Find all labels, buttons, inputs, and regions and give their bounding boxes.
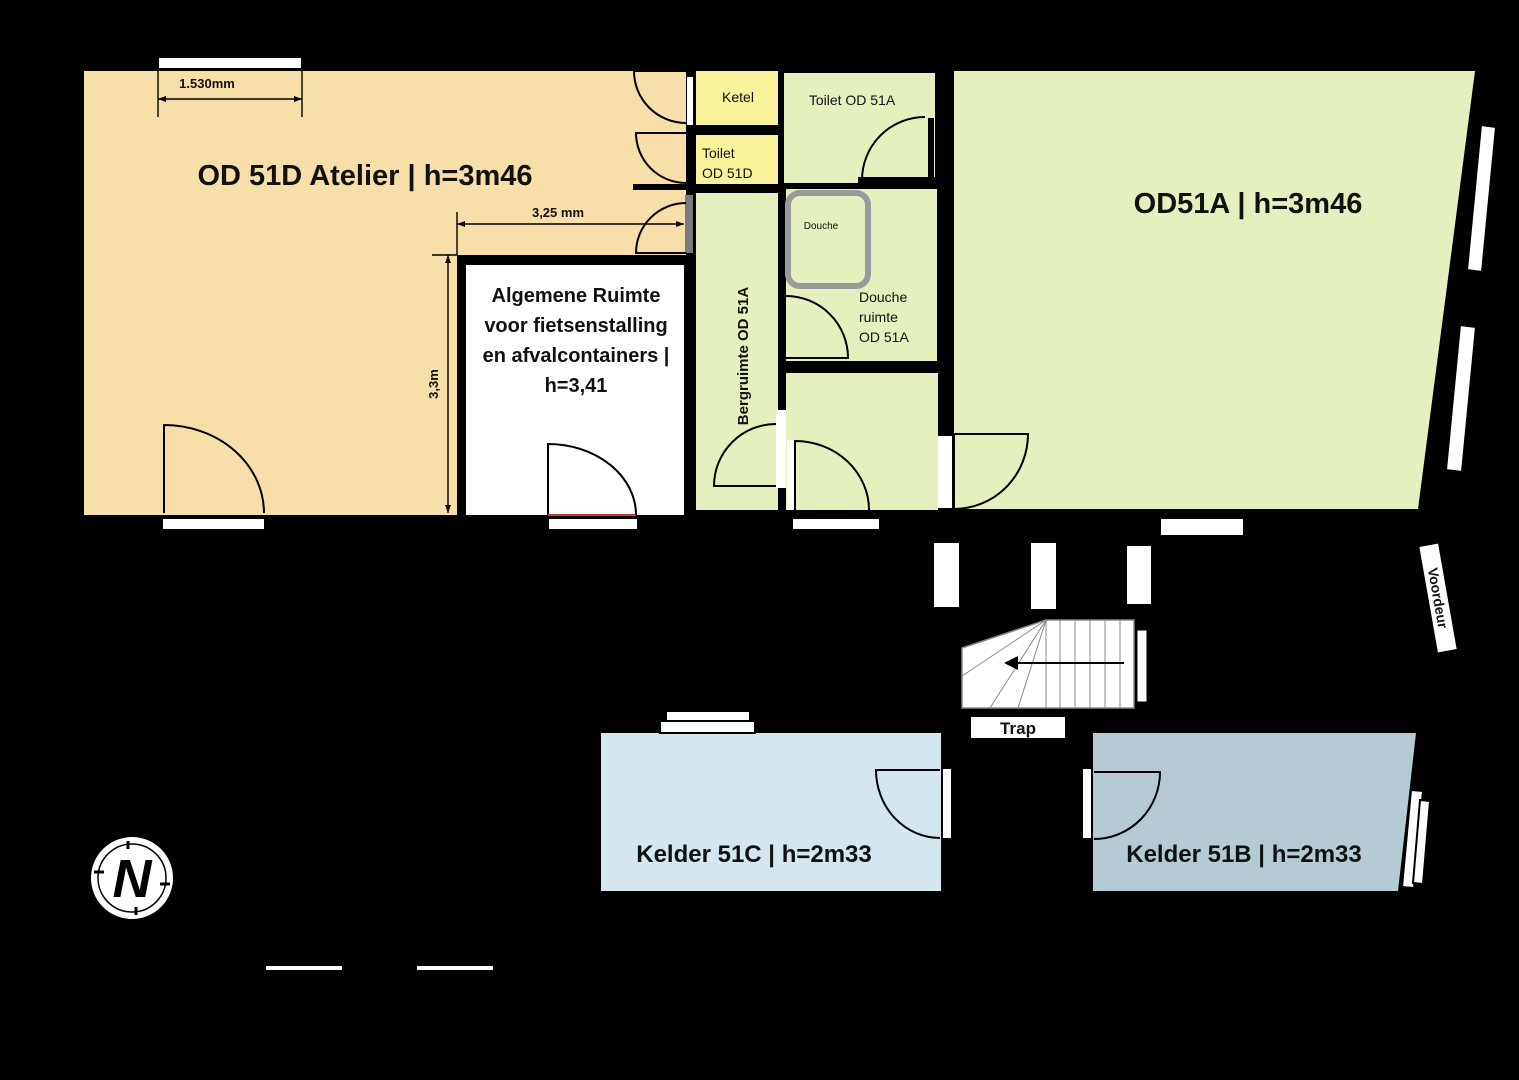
window-atelier-bottom — [161, 517, 266, 531]
label-atelier: OD 51D Atelier | h=3m46 — [197, 160, 532, 192]
label-toilet-51a: Toilet OD 51A — [809, 92, 896, 108]
label-kelder-51b: Kelder 51B | h=2m33 — [1126, 841, 1362, 868]
north-label: N — [113, 849, 153, 909]
north-arrow-icon: N — [89, 835, 175, 921]
window-kelder-51c-top — [659, 720, 756, 734]
room-od51a — [954, 71, 1475, 509]
dimension-window — [157, 70, 303, 117]
label-general-2: voor fietsenstalling — [484, 315, 667, 337]
room-toilet-51d — [696, 135, 778, 184]
door-ketel — [632, 70, 687, 124]
wall-jamb — [685, 195, 693, 253]
label-general-1: Algemene Ruimte — [492, 285, 661, 307]
label-general-3: en afvalcontainers | — [483, 345, 670, 367]
door-toilet-51d — [634, 132, 687, 184]
label-douche-ruimte-2: ruimte — [859, 309, 898, 325]
door-jamb-kelder-51b — [1081, 767, 1093, 840]
stairs — [961, 619, 1148, 709]
label-toilet-51d-2: OD 51D — [702, 165, 753, 181]
room-hall — [786, 373, 938, 510]
door-jamb — [938, 436, 952, 508]
door-od51a — [953, 433, 1030, 510]
window-od51a-bottom — [1159, 517, 1245, 537]
room-atelier — [84, 71, 686, 515]
dimension-room-depth-label: 3,3m — [426, 369, 441, 399]
door-toilet-51a — [860, 116, 926, 181]
door-general-room — [547, 442, 637, 516]
room-douche — [786, 189, 937, 361]
window-od51a-right-1 — [1465, 123, 1498, 274]
room-toilet-51a — [784, 73, 935, 183]
label-toilet-51d-1: Toilet — [702, 145, 735, 161]
label-bergruimte: Bergruimte OD 51A — [735, 287, 752, 426]
window-kelder-51b-right — [1400, 788, 1425, 890]
scale-bar-segment — [417, 966, 493, 970]
pillar — [1125, 544, 1153, 606]
door-douche — [785, 295, 850, 359]
room-bergruimte — [696, 193, 778, 510]
label-douche-ruimte-1: Douche — [859, 289, 907, 305]
room-kelder-51b — [1093, 733, 1416, 891]
room-general — [466, 265, 684, 515]
window-general-room — [547, 517, 639, 531]
label-douche-ruimte-3: OD 51A — [859, 329, 909, 345]
door-bergruimte — [712, 423, 777, 487]
label-douche: Douche — [804, 221, 839, 232]
pillar — [932, 541, 961, 609]
room-kelder-51c — [601, 733, 941, 891]
label-kelder-51c: Kelder 51C | h=2m33 — [636, 841, 872, 868]
window-kelder-51b-right-2 — [1411, 798, 1432, 886]
trap-label-box — [969, 715, 1067, 740]
window-hall — [791, 517, 881, 531]
door-atelier-entrance — [163, 423, 265, 514]
door-jamb — [776, 410, 786, 488]
room-ketel — [696, 71, 778, 125]
trap-label: Trap — [1000, 719, 1036, 738]
label-ketel: Ketel — [722, 89, 754, 105]
dimension-window-label: 1.530mm — [179, 76, 235, 91]
door-kelder-51b — [1093, 771, 1162, 840]
door-hall — [794, 439, 870, 511]
window-kelder-51c-top-inner — [665, 710, 751, 722]
door-atelier-side — [634, 202, 687, 254]
window-atelier-top — [157, 56, 303, 70]
window-od51a-right-2 — [1444, 323, 1478, 474]
scale-bar-segment — [266, 966, 342, 970]
pillar — [1029, 541, 1058, 611]
door-kelder-51c — [874, 769, 941, 839]
dimension-room-depth — [432, 254, 457, 513]
label-general-4: h=3,41 — [545, 375, 608, 397]
label-od51a: OD51A | h=3m46 — [1134, 188, 1363, 220]
dimension-room-width-label: 3,25 mm — [532, 205, 584, 220]
dimension-room-width — [456, 212, 684, 255]
door-jamb-kelder-51c — [941, 767, 953, 840]
shower-tray — [785, 190, 871, 289]
door-jamb — [787, 440, 795, 510]
wall-jamb — [687, 77, 693, 125]
